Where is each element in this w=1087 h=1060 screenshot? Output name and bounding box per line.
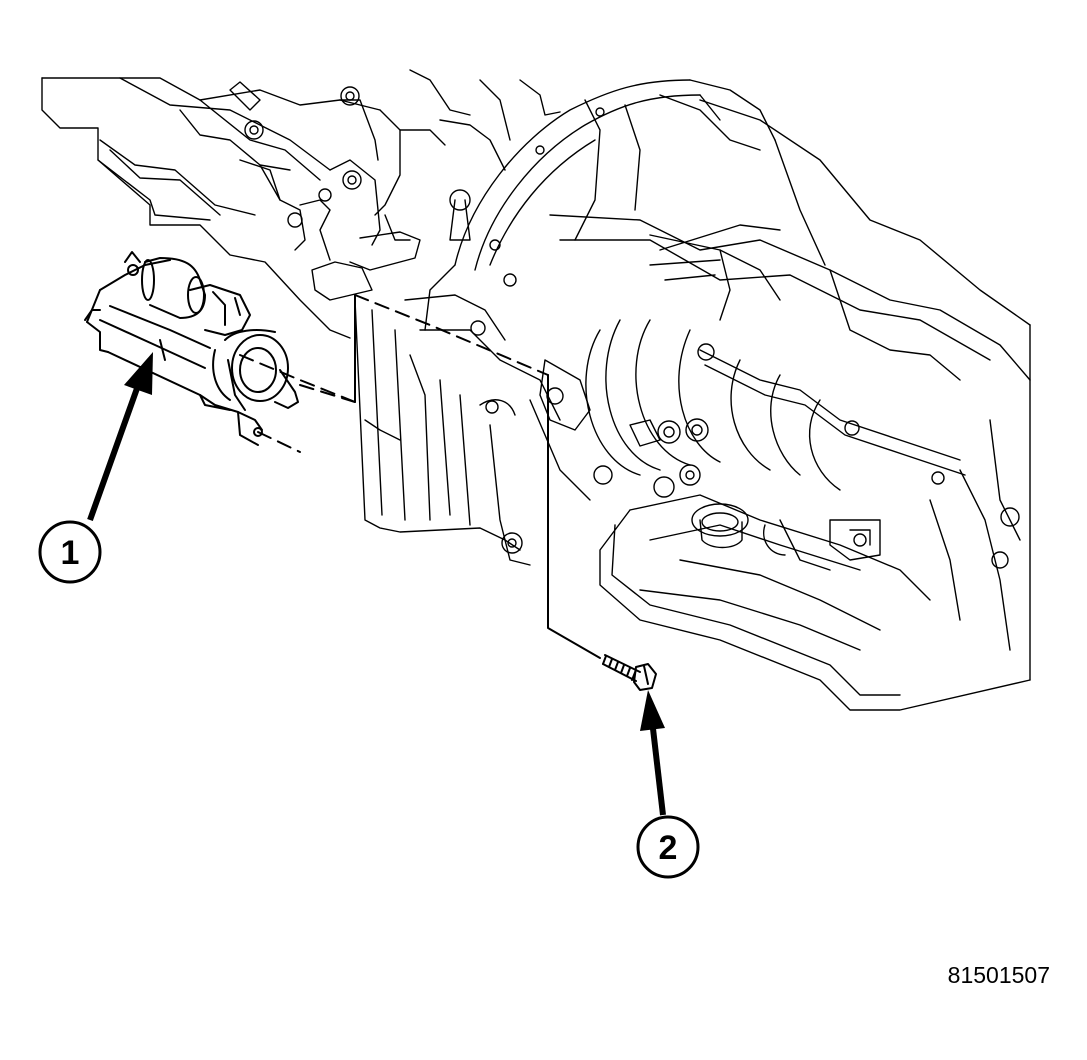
starter-motor — [84, 251, 299, 446]
transmission-oil-pan — [599, 494, 1031, 711]
callout-1-leader — [87, 378, 143, 522]
callout-2-leader — [649, 719, 666, 816]
callout-1-label: 1 — [61, 534, 80, 572]
mounting-bolt — [602, 654, 657, 691]
alignment-lines — [239, 294, 601, 659]
callout-2-arrowhead — [640, 690, 665, 731]
callout-1: 1 — [38, 352, 153, 584]
figure-id: 81501507 — [948, 962, 1050, 988]
callout-2-circle — [636, 815, 700, 879]
callout-1-circle — [38, 520, 102, 584]
engine-oil-pan — [354, 294, 591, 566]
callout-1-arrowhead — [124, 352, 153, 395]
callout-2: 2 — [636, 690, 700, 879]
transmission-case — [549, 99, 1031, 681]
engine-block — [41, 69, 561, 339]
callout-2-label: 2 — [659, 829, 678, 867]
transmission-bellhousing — [424, 79, 776, 431]
